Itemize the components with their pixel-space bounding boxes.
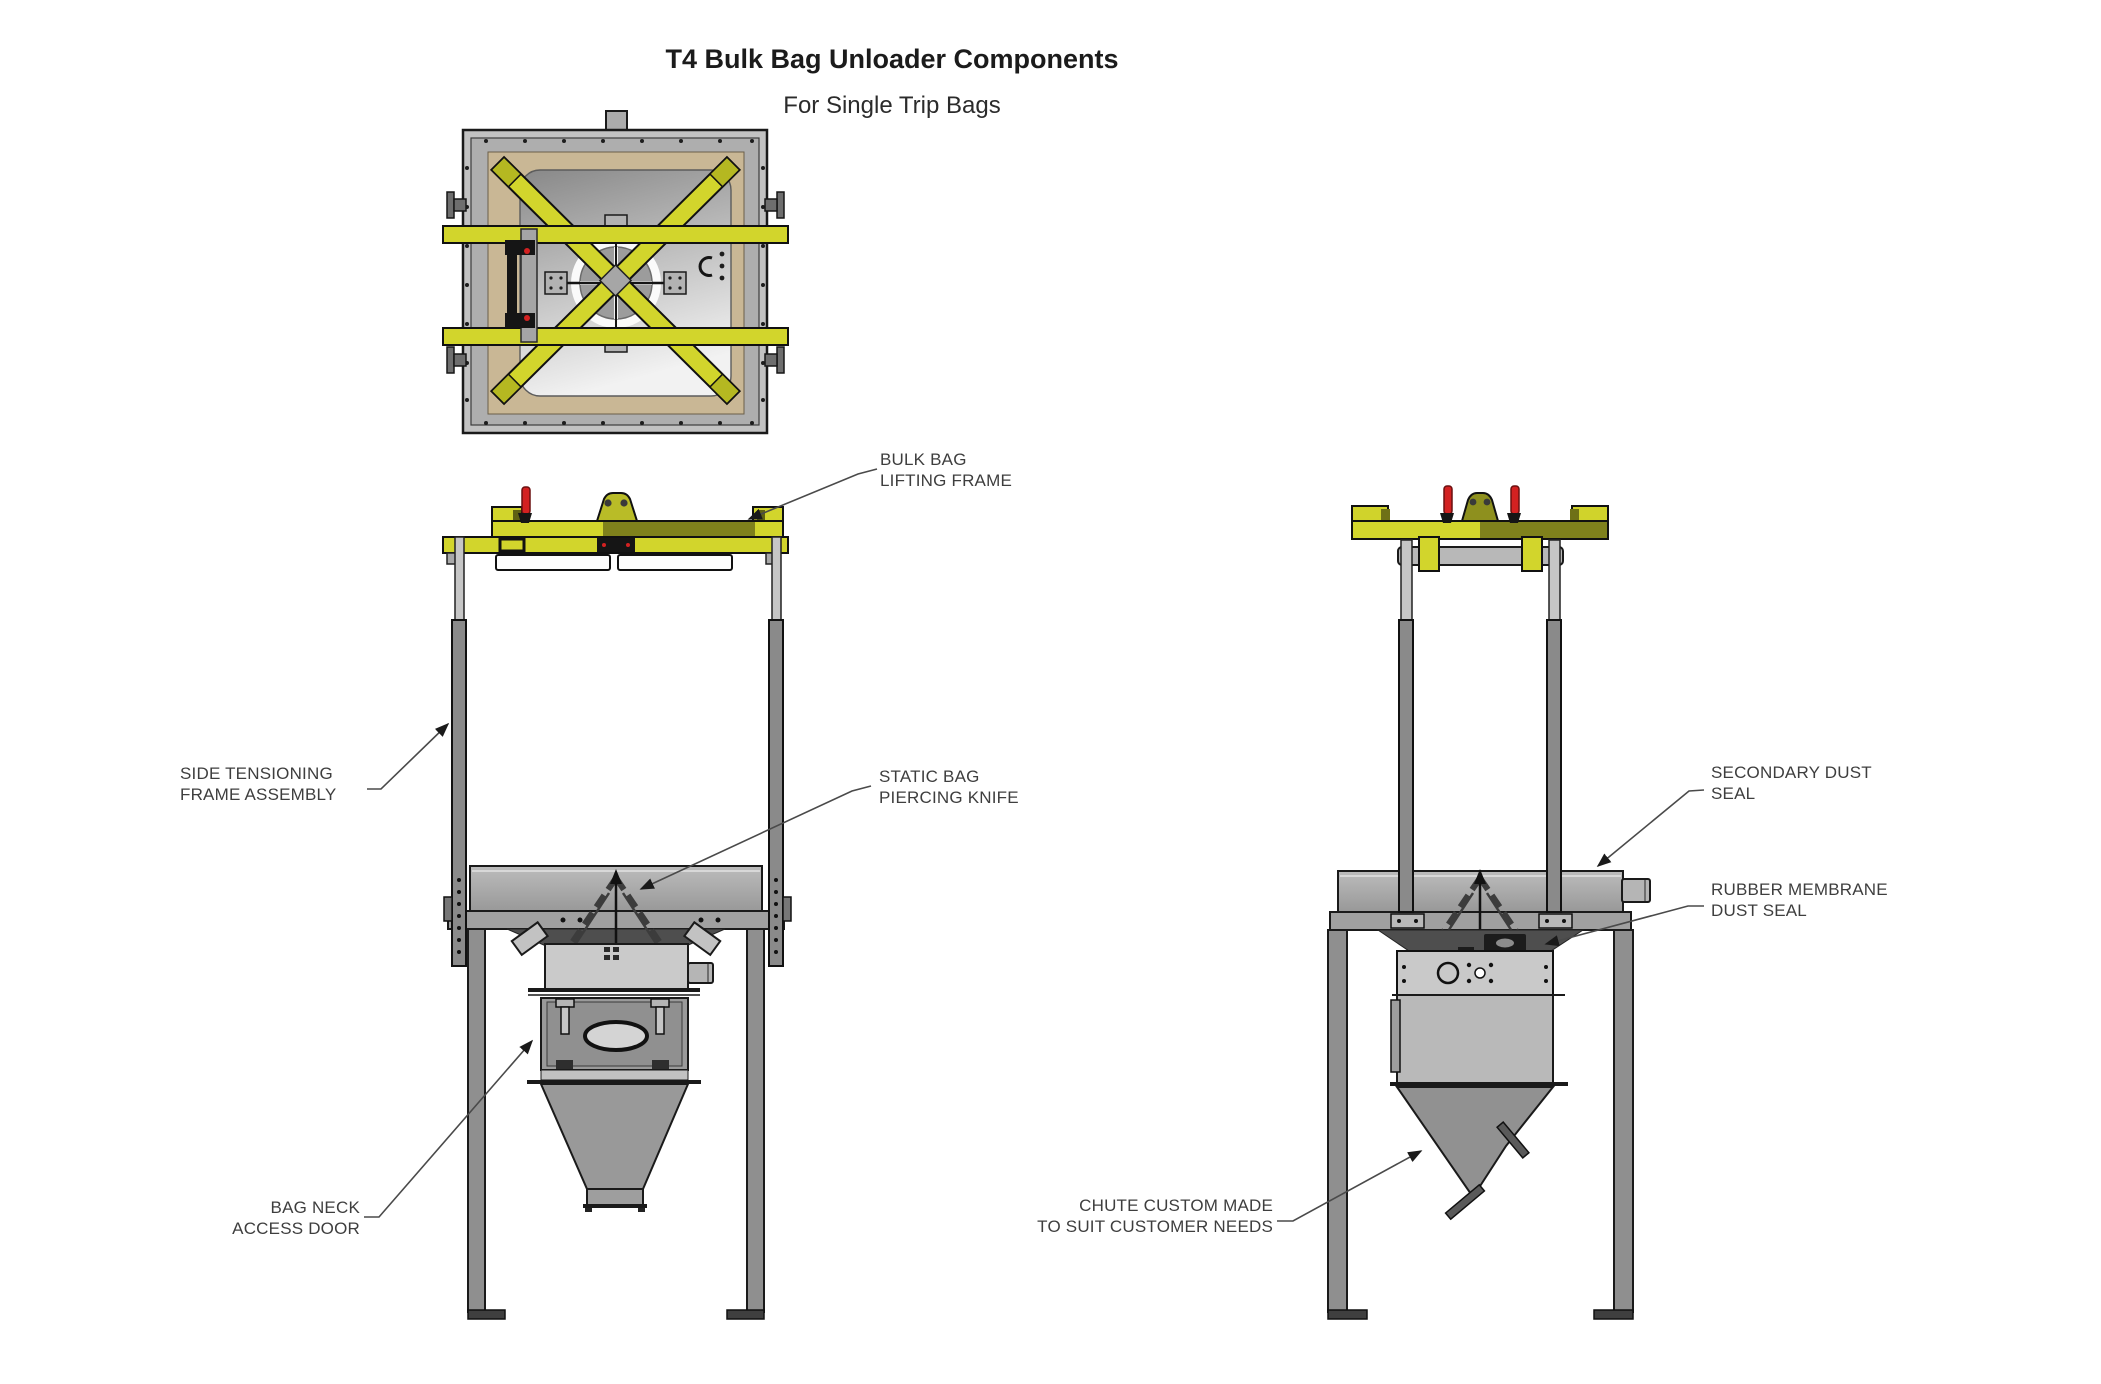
deck-side-nozzle: [1621, 878, 1651, 903]
side-view-drawing: [1327, 485, 1651, 1320]
callout-side-tensioning-frame-assembly: SIDE TENSIONING FRAME ASSEMBLY: [180, 764, 337, 804]
side-tensioning-columns: [443, 536, 792, 967]
leader-lines: [364, 468, 1705, 1222]
side-lifting-frame: [1351, 485, 1609, 572]
clamp-handle-red: [1443, 485, 1453, 515]
leader-side-tensioning: [367, 722, 450, 790]
custom-chute: [1395, 1086, 1556, 1221]
leader-bag-neck-door: [364, 1039, 534, 1218]
leader-rubber-membrane: [1544, 905, 1704, 947]
page-subtitle: For Single Trip Bags: [783, 92, 1001, 119]
leader-secondary-dust-seal: [1596, 789, 1705, 868]
bag-neck-access-door: [540, 997, 689, 1071]
top-view-drawing: [442, 110, 789, 435]
callout-bag-neck-access-door: BAG NECK ACCESS DOOR: [232, 1198, 360, 1238]
rubber-membrane-seal: [1376, 929, 1585, 952]
door-handle-oval: [583, 1020, 649, 1052]
frame-bolts: [465, 139, 765, 425]
front-view-drawing: [442, 486, 792, 1320]
page-title: T4 Bulk Bag Unloader Components: [665, 44, 1119, 74]
callout-rubber-membrane-dust-seal: RUBBER MEMBRANE DUST SEAL: [1711, 880, 1888, 920]
clamp-handle-red: [1510, 485, 1520, 515]
side-clamps: [446, 191, 785, 374]
clamp-handle-red: [521, 486, 531, 515]
callout-static-bag-piercing-knife: STATIC BAG PIERCING KNIFE: [879, 767, 1019, 807]
callout-chute-custom-made: CHUTE CUSTOM MADE TO SUIT CUSTOMER NEEDS: [1037, 1196, 1273, 1236]
front-lifting-frame: [442, 486, 789, 571]
leader-static-knife: [639, 785, 872, 890]
callout-bulk-bag-lifting-frame: BULK BAG LIFTING FRAME: [880, 450, 1012, 490]
leader-bulk-bag-lifting-frame: [747, 468, 878, 520]
callout-secondary-dust-seal: SECONDARY DUST SEAL: [1711, 763, 1872, 803]
leader-chute: [1277, 1150, 1423, 1222]
